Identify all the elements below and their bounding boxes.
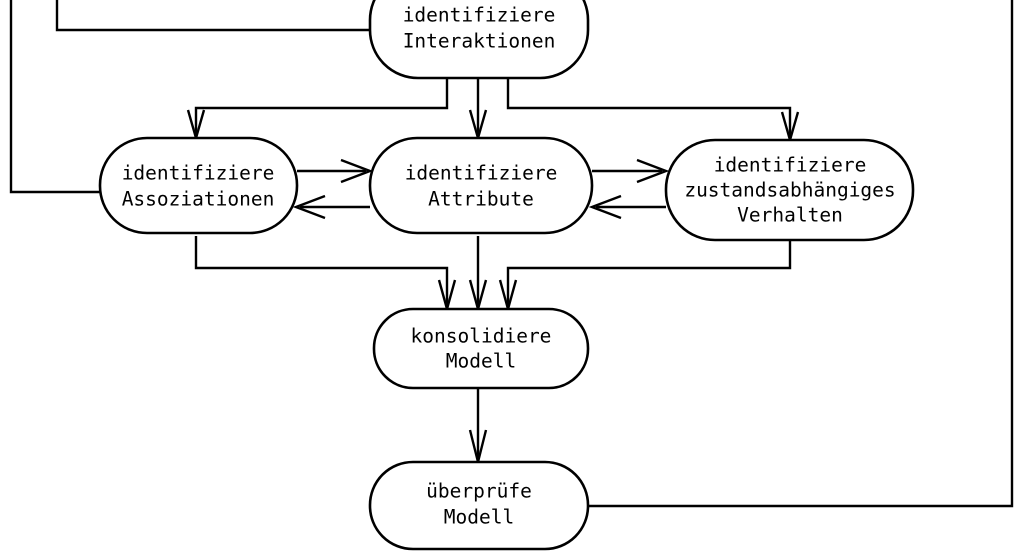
node-layer: identifiziere Interaktionen identifizier… bbox=[98, 0, 915, 551]
edge-ueberpruefe-to-offscreen-right bbox=[588, 0, 1014, 508]
node-label-line2: zustandsabhängiges bbox=[684, 179, 895, 202]
edge-interaktionen-to-attribute bbox=[468, 78, 488, 143]
node-label-line2: Interaktionen bbox=[403, 30, 556, 53]
node-label-line1: identifiziere bbox=[714, 154, 867, 177]
node-shape bbox=[98, 136, 299, 235]
node-label-line2: Modell bbox=[446, 350, 516, 373]
edge-path bbox=[194, 78, 449, 134]
edge-path bbox=[588, 0, 1014, 508]
node-label-line1: identifiziere bbox=[122, 162, 275, 185]
edge-interaktionen-to-zustandsverhalten bbox=[506, 78, 800, 145]
edge-zustandsverhalten-to-konsolidiere bbox=[498, 240, 792, 314]
edge-attribute-to-konsolidiere bbox=[468, 236, 488, 314]
edge-path bbox=[9, 0, 100, 194]
arrow-head bbox=[292, 194, 326, 220]
edge-layer bbox=[9, 0, 1014, 508]
edge-interaktionen-to-assoziationen bbox=[186, 78, 449, 143]
node-label-line1: konsolidiere bbox=[411, 325, 552, 348]
node-shape bbox=[664, 138, 915, 242]
node-identifiziere-assoziationen[interactable]: identifiziere Assoziationen bbox=[98, 136, 299, 235]
node-label-line3: Verhalten bbox=[737, 204, 843, 227]
edge-offscreen-to-interaktionen bbox=[55, 0, 370, 32]
edge-assoziationen-to-konsolidiere bbox=[194, 236, 457, 314]
edge-assoziationen-to-offscreen-top-left bbox=[9, 0, 100, 194]
node-label-line2: Assoziationen bbox=[122, 188, 275, 211]
node-shape bbox=[368, 0, 590, 80]
edge-path bbox=[55, 0, 370, 32]
arrow-head bbox=[636, 158, 670, 184]
node-label-line1: identifiziere bbox=[405, 162, 558, 185]
edge-zustandsverhalten-to-attribute bbox=[588, 194, 666, 220]
edge-path bbox=[194, 236, 449, 305]
edge-path bbox=[506, 240, 792, 305]
node-label-line2: Modell bbox=[444, 506, 514, 529]
node-label-line2: Attribute bbox=[428, 188, 534, 211]
edge-konsolidiere-to-ueberpruefe bbox=[468, 388, 488, 463]
node-shape bbox=[372, 307, 590, 390]
arrow-head bbox=[340, 158, 374, 184]
edge-attribute-to-assoziationen bbox=[292, 194, 370, 220]
node-identifiziere-interaktionen[interactable]: identifiziere Interaktionen bbox=[368, 0, 590, 80]
node-identifiziere-zustandsabhaengiges-verhalten[interactable]: identifiziere zustandsabhängiges Verhalt… bbox=[664, 138, 915, 242]
node-konsolidiere-modell[interactable]: konsolidiere Modell bbox=[372, 307, 590, 390]
node-shape bbox=[368, 460, 590, 551]
node-identifiziere-attribute[interactable]: identifiziere Attribute bbox=[368, 136, 594, 235]
node-shape bbox=[368, 136, 594, 235]
node-label-line1: identifiziere bbox=[403, 4, 556, 27]
edge-path bbox=[506, 78, 792, 136]
edge-assoziationen-to-attribute bbox=[297, 158, 374, 184]
edge-attribute-to-zustandsverhalten bbox=[592, 158, 670, 184]
node-ueberpruefe-modell[interactable]: überprüfe Modell bbox=[368, 460, 590, 551]
arrow-head bbox=[588, 194, 622, 220]
node-label-line1: überprüfe bbox=[426, 480, 532, 503]
